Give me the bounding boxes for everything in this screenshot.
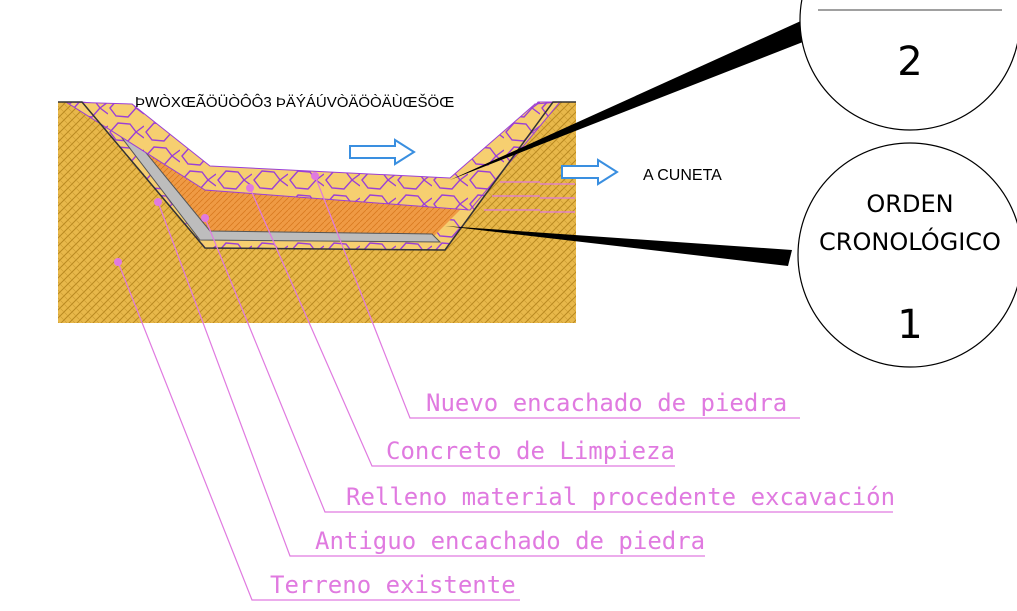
drainage-lines: [484, 181, 575, 213]
channel-outline: [58, 101, 576, 251]
label-new-stone: Nuevo encachado de piedra: [426, 389, 787, 417]
circle-title-line1: ORDEN: [866, 190, 953, 218]
order-circle-1: [797, 142, 1017, 368]
ground-terrain: [58, 102, 576, 323]
label-old-stone: Antiguo encachado de piedra: [315, 527, 705, 555]
order-circle-2: [799, 0, 1017, 131]
circle-bottom-number: 1: [897, 302, 922, 348]
outflow-arrow-icon: [561, 158, 619, 186]
circle-title-line2: CRONOLÓGICO: [819, 226, 1001, 256]
label-fill-material: Relleno material procedente excavación: [346, 483, 895, 511]
circle-top-number: 2: [897, 39, 922, 85]
connector-wedge-bottom: [445, 226, 792, 266]
new-stone-lining: [64, 101, 562, 211]
fill-material: [100, 104, 470, 238]
connector-wedge-top: [450, 20, 808, 180]
label-cleaning-concrete: Concreto de Limpieza: [386, 437, 675, 465]
label-existing-terrain: Terreno existente: [270, 571, 516, 599]
leader-lines: [117, 175, 893, 601]
leader-dots: [114, 172, 319, 266]
flow-arrow-icon: [349, 138, 416, 166]
flow-label: A CUNETA: [643, 167, 722, 184]
header-text: ÞWÒXŒÃÖÜÒÔÔ3 ÞÄÝÁÚVÒÄÖÒÄÙŒŠÖŒ: [135, 93, 454, 111]
